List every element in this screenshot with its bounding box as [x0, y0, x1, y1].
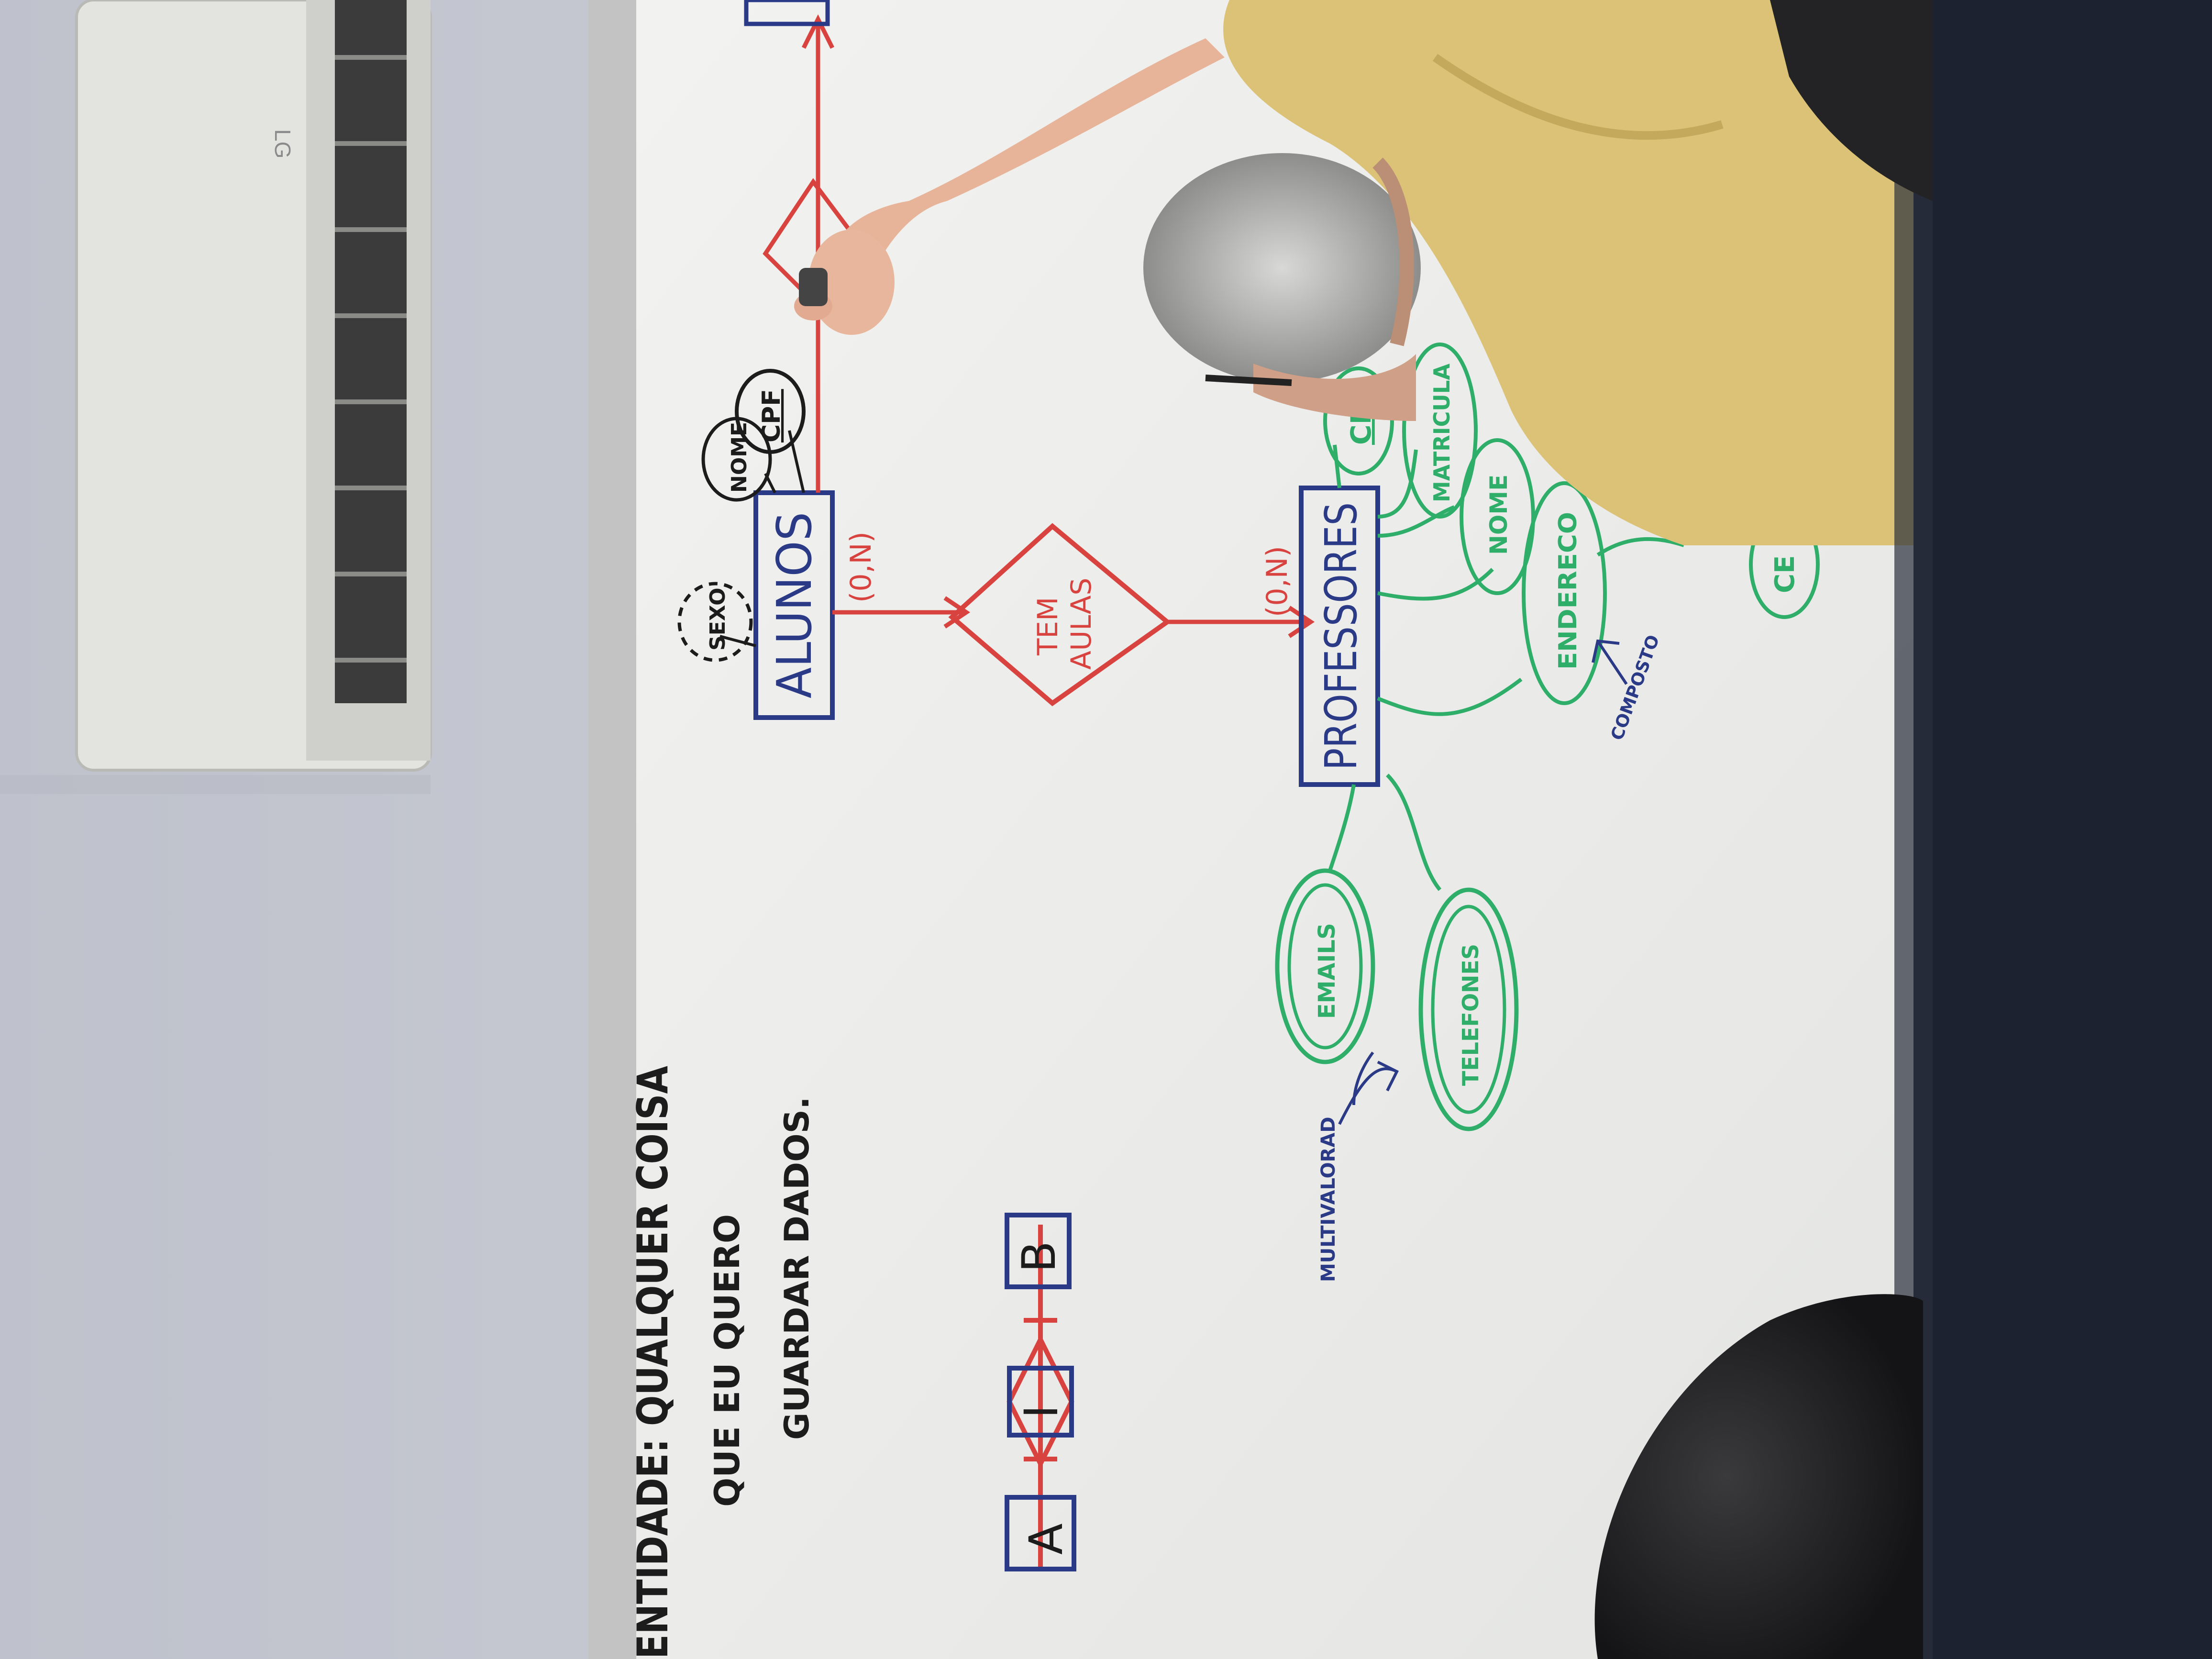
svg-text:I: I	[1015, 1405, 1068, 1418]
attr-sexo	[677, 582, 753, 662]
svg-text:A: A	[1019, 1523, 1073, 1555]
air-conditioner: LG	[0, 0, 432, 794]
teacher-head	[1143, 153, 1421, 383]
foreground-dark-frame	[1913, 0, 2212, 1659]
svg-text:CI: CI	[1345, 414, 1377, 445]
svg-text:B: B	[1012, 1241, 1066, 1272]
professores-cardinality: (0,N)	[1261, 546, 1294, 617]
svg-text:EMAILS: EMAILS	[1314, 923, 1340, 1019]
mini-entity-b	[1005, 1213, 1072, 1289]
professores-label: PROFESSORES	[1316, 502, 1367, 770]
mini-diagram: A I B	[1005, 1213, 1076, 1571]
attr-ci	[1323, 366, 1394, 476]
attr-endereco	[1522, 481, 1607, 705]
definition-text: ENTIDADE: QUALQUER COISA QUE EU QUERO GU…	[628, 1066, 817, 1659]
alunos-attributes: SEXO NOME CPF	[677, 369, 806, 662]
svg-text:CPF: CPF	[757, 389, 786, 442]
teacher	[794, 0, 1933, 545]
marker	[799, 268, 828, 306]
definition-line-3: GUARDAR DADOS.	[777, 1096, 817, 1440]
professores-attributes: EMAILS TELEFONES CI MATRICULA NOME ENDER…	[1275, 343, 1820, 1131]
teacher-shirt	[1223, 0, 1933, 545]
mini-entity-a	[1005, 1495, 1076, 1571]
svg-text:CE: CE	[1770, 555, 1801, 593]
svg-text:MATRICULA: MATRICULA	[1429, 364, 1455, 502]
note-multivalorado: MULTIVALORAD	[1317, 1117, 1339, 1282]
ac-logo: LG	[270, 129, 295, 158]
mini-relation	[1006, 1334, 1074, 1470]
professores-attribute-lines	[1328, 444, 1685, 891]
alunos-label: ALUNOS	[766, 512, 822, 698]
teacher-glasses	[1205, 375, 1292, 386]
attr-matricula	[1402, 343, 1478, 519]
svg-text:SEXO: SEXO	[706, 587, 730, 651]
tem-aulas-diamond	[948, 523, 1172, 707]
dark-top-right	[1770, 0, 1933, 201]
alunos-cardinality: (0,N)	[844, 531, 878, 603]
main-relationship-lines	[832, 596, 1315, 638]
definition-line-1: ENTIDADE: QUALQUER COISA	[628, 1066, 677, 1659]
attr-telefones	[1418, 887, 1519, 1131]
svg-text:NOME: NOME	[1485, 475, 1513, 555]
svg-text:ENDERECO: ENDERECO	[1554, 512, 1582, 670]
relationship-line-2: AULAS	[1065, 578, 1097, 670]
entity-top-partial	[744, 0, 830, 26]
definition-line-2: QUE EU QUERO	[707, 1214, 747, 1507]
svg-text:NOME: NOME	[727, 422, 752, 493]
relationship-line-1: TEM	[1031, 597, 1064, 656]
attr-cpf	[735, 369, 806, 454]
svg-text:TELEFONES: TELEFONES	[1458, 944, 1483, 1086]
alunos-entity: ALUNOS	[753, 490, 835, 720]
teacher-arm	[830, 38, 1225, 330]
attr-emails	[1275, 868, 1375, 1064]
student-head	[1594, 1294, 1923, 1659]
ac-vents	[335, 55, 407, 663]
